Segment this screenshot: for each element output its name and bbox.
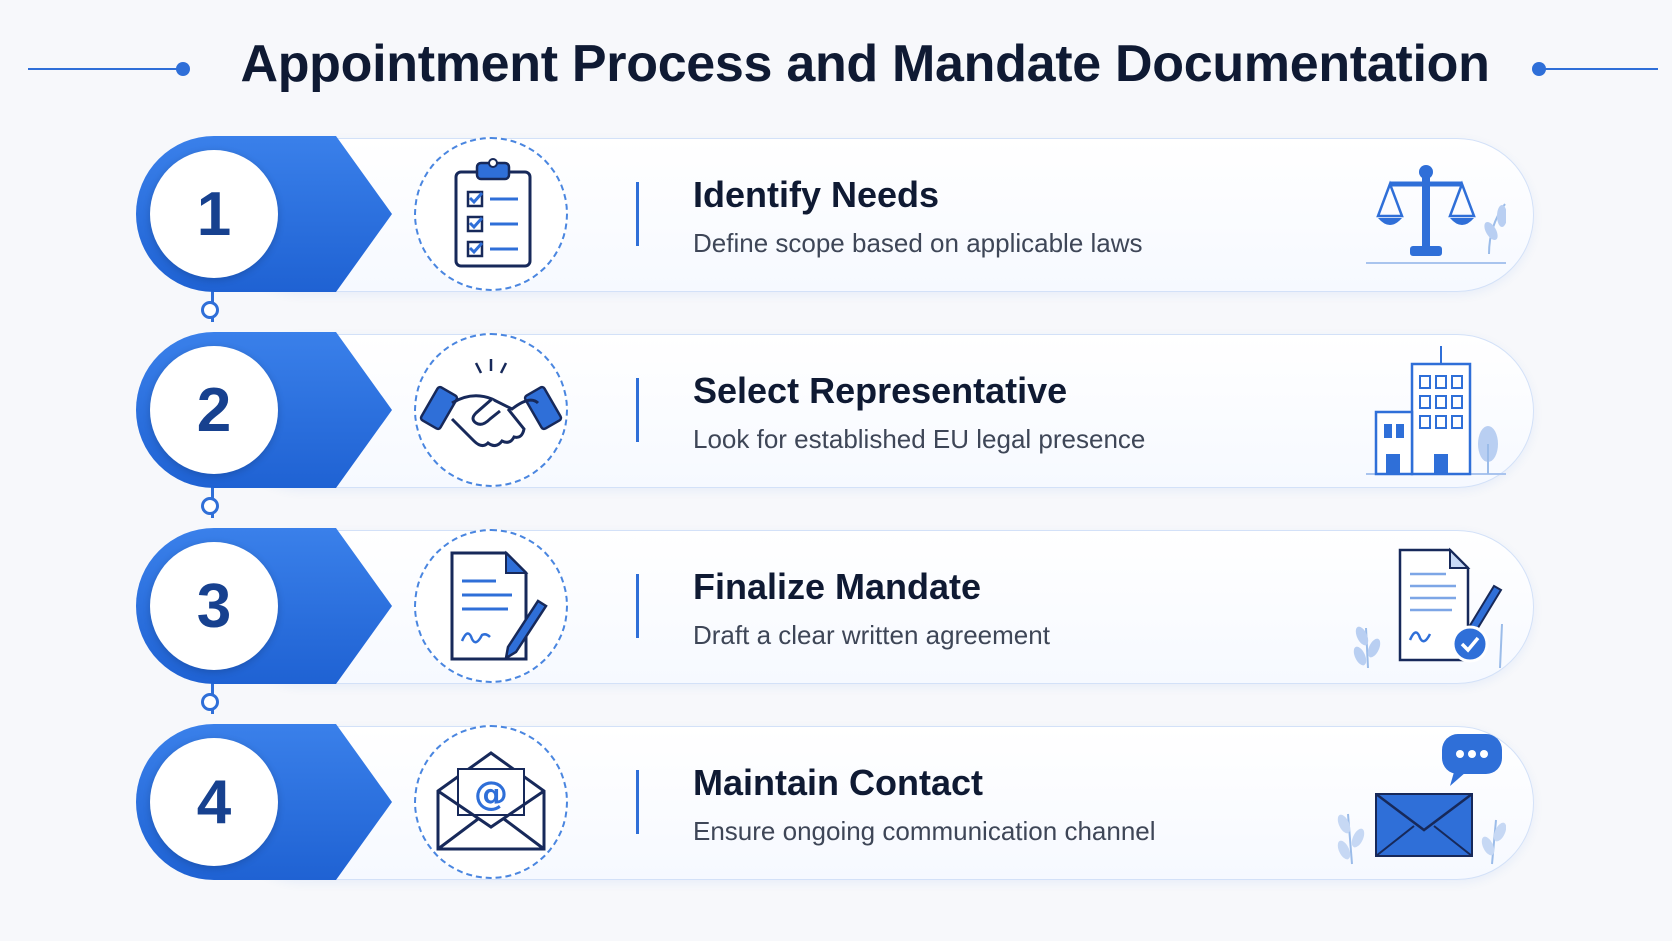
- handshake-icon: [419, 359, 563, 448]
- step-4: 4 @ Maintain Contact Ensure ongoing comm…: [136, 724, 1536, 880]
- step-3: 3 Finalize Mandate Draft a clear written…: [136, 528, 1536, 684]
- step-divider: [636, 770, 639, 834]
- step-title: Select Representative: [693, 370, 1068, 411]
- step-icon-circle: [414, 529, 568, 683]
- step-number-circle: 4: [150, 738, 278, 866]
- connector-node: [201, 301, 219, 319]
- title-rule-left: [28, 68, 178, 70]
- step-2: 2 Select Representative Look for establi…: [136, 332, 1536, 488]
- step-title: Identify Needs: [693, 174, 940, 215]
- step-number-circle: 2: [150, 346, 278, 474]
- step-divider: [636, 574, 639, 638]
- svg-text:@: @: [474, 774, 508, 814]
- step-number: 4: [196, 767, 232, 837]
- step-description: Ensure ongoing communication channel: [693, 816, 1156, 846]
- step-number: 3: [196, 571, 232, 641]
- scales-of-justice-icon: [1366, 165, 1506, 264]
- step-description: Look for established EU legal presence: [693, 424, 1146, 454]
- mail-chat-icon: [1337, 734, 1506, 865]
- email-envelope-icon: @: [436, 751, 546, 851]
- step-icon-circle: [414, 333, 568, 487]
- page-title: Appointment Process and Mandate Document…: [240, 35, 1490, 93]
- step-divider: [636, 378, 639, 442]
- connector-node: [201, 693, 219, 711]
- step-number-circle: 1: [150, 150, 278, 278]
- step-number-circle: 3: [150, 542, 278, 670]
- connector-node: [201, 497, 219, 515]
- step-number: 1: [196, 179, 232, 249]
- step-description: Draft a clear written agreement: [693, 620, 1050, 650]
- approved-document-icon: [1353, 547, 1503, 669]
- step-title: Maintain Contact: [693, 762, 984, 803]
- office-building-icon: [1366, 346, 1506, 476]
- title-rule-right: [1538, 68, 1658, 70]
- clipboard-checklist-icon: [454, 158, 532, 268]
- title-dot-left: [176, 62, 190, 76]
- step-icon-circle: [414, 137, 568, 291]
- step-1: 1 Identify Needs Define scope based on a…: [136, 136, 1536, 292]
- step-title: Finalize Mandate: [693, 566, 982, 607]
- step-description: Define scope based on applicable laws: [693, 228, 1143, 258]
- step-icon-circle: @: [414, 725, 568, 879]
- step-number: 2: [196, 375, 232, 445]
- step-divider: [636, 182, 639, 246]
- title-bar: Appointment Process and Mandate Document…: [0, 30, 1672, 110]
- signed-document-icon: [450, 550, 548, 661]
